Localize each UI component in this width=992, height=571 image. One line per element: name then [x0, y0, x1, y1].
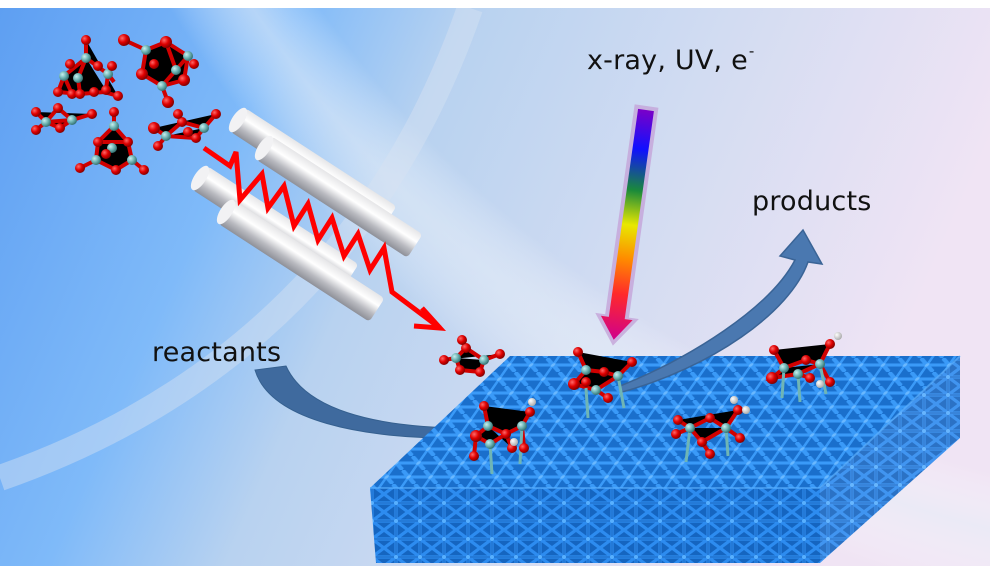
scene-svg — [0, 3, 990, 566]
adsorbed-cluster-icon — [568, 347, 637, 419]
adsorbed-cluster-icon — [469, 398, 536, 475]
adsorbed-cluster-icon — [671, 396, 750, 463]
radiation-arrow-icon — [595, 104, 659, 346]
gas-phase-clusters — [31, 34, 221, 175]
crystal-surface-slab — [370, 355, 961, 563]
figure-canvas: x-ray, UV, e- products reactants — [0, 3, 990, 566]
molecule-cluster-icon — [148, 109, 221, 151]
molecule-cluster-icon — [31, 103, 97, 135]
adsorbed-cluster-icon — [765, 332, 842, 403]
molecule-cluster-icon — [75, 107, 149, 175]
radiation-label-text: x-ray, UV, e — [587, 45, 748, 76]
wave-arrow-icon — [202, 145, 447, 331]
adsorbed-clusters — [469, 332, 842, 475]
molecule-cluster-icon — [53, 35, 123, 101]
reactants-label: reactants — [152, 337, 282, 368]
products-flow-arrow-icon — [619, 228, 824, 393]
products-label: products — [752, 186, 872, 217]
electron-charge-superscript: - — [748, 42, 755, 60]
molecule-cluster-icon — [118, 34, 199, 108]
tube-icon — [216, 199, 384, 321]
radiation-label: x-ray, UV, e- — [587, 42, 755, 76]
molecule-cluster-icon — [439, 335, 505, 377]
delivery-tubes — [190, 107, 422, 321]
tube-icon — [254, 135, 422, 257]
